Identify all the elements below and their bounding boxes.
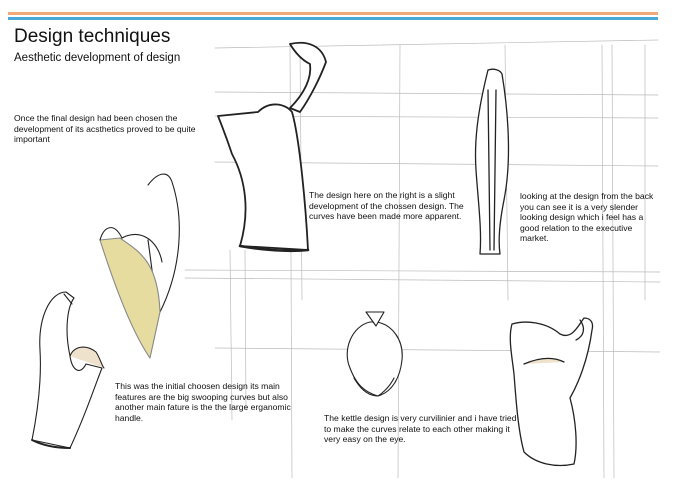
header-band-orange (8, 12, 658, 15)
initial-design-sketch (99, 173, 180, 359)
final-design-sketch (509, 317, 594, 467)
small-jug-sketch (31, 291, 105, 449)
back-view-sketch (474, 68, 510, 255)
header-band-blue (8, 17, 658, 20)
back-view-note: looking at the design from the back you … (520, 191, 654, 244)
kettle-note: The kettle design is very curvilinier an… (324, 413, 517, 445)
page-title: Design techniques (14, 26, 171, 47)
right-design-note: The design here on the right is a slight… (309, 190, 464, 222)
kettle-sketch (346, 311, 403, 397)
initial-design-note: This was the initial choosen design its … (115, 381, 291, 423)
intro-note: Once the final design had been chosen th… (14, 113, 196, 145)
page-subtitle: Aesthetic development of design (14, 52, 181, 64)
development-design-sketch (217, 41, 327, 253)
